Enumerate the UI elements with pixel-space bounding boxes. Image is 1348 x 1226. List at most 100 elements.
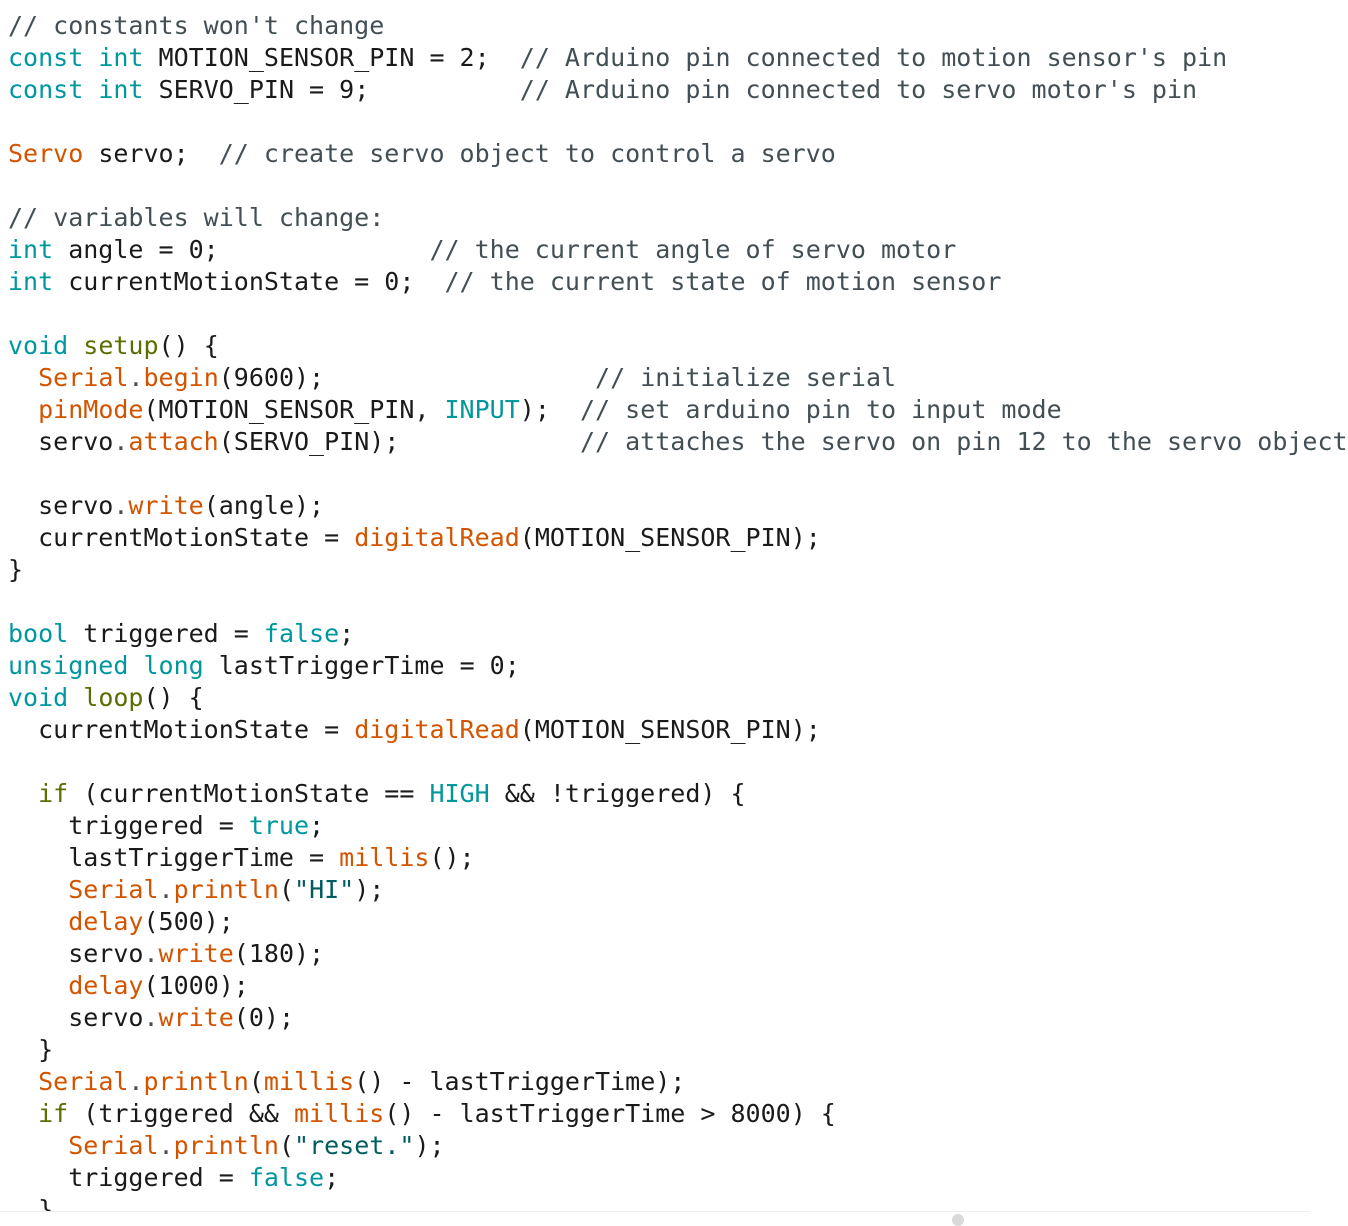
code-token-keyword: long (143, 651, 204, 680)
code-token-plain: triggered = (8, 1163, 249, 1192)
code-token-func: Serial (68, 1131, 159, 1160)
code-token-plain: ; (339, 619, 355, 648)
code-line[interactable]: lastTriggerTime = millis(); (8, 842, 1348, 874)
code-token-comment: // the current state of motion sensor (444, 267, 1002, 296)
code-token-plain: ; (324, 1163, 340, 1192)
code-line[interactable]: currentMotionState = digitalRead(MOTION_… (8, 714, 1348, 746)
code-line[interactable]: const int MOTION_SENSOR_PIN = 2; // Ardu… (8, 42, 1348, 74)
code-token-func: digitalRead (354, 715, 520, 744)
code-line[interactable]: pinMode(MOTION_SENSOR_PIN, INPUT); // se… (8, 394, 1348, 426)
code-line[interactable]: servo.attach(SERVO_PIN); // attaches the… (8, 426, 1348, 458)
code-line[interactable] (8, 170, 1348, 202)
code-token-dot: . (128, 363, 144, 392)
code-line[interactable] (8, 746, 1348, 778)
code-token-control: if (38, 779, 69, 808)
code-token-plain: } (8, 555, 24, 584)
code-line[interactable] (8, 458, 1348, 490)
code-token-keyword: void (8, 683, 69, 712)
code-token-plain: ); (354, 875, 385, 904)
code-line[interactable] (8, 106, 1348, 138)
code-token-comment: // attaches the servo on pin 12 to the s… (579, 427, 1348, 456)
code-token-plain: servo (8, 1003, 144, 1032)
code-token-dot: . (113, 427, 129, 456)
code-token-func: println (173, 875, 279, 904)
code-token-comment: // variables will change: (8, 203, 385, 232)
code-token-plain: (); (429, 843, 475, 872)
code-token-plain: (MOTION_SENSOR_PIN); (519, 523, 821, 552)
code-line[interactable]: unsigned long lastTriggerTime = 0; (8, 650, 1348, 682)
code-token-plain: ( (278, 1131, 295, 1160)
code-line[interactable]: Serial.println(millis() - lastTriggerTim… (8, 1066, 1348, 1098)
code-token-comment: // set arduino pin to input mode (579, 395, 1062, 424)
code-token-plain (83, 75, 98, 104)
code-token-plain: ); (414, 1131, 445, 1160)
code-line[interactable]: delay(500); (8, 906, 1348, 938)
code-token-plain: servo (8, 939, 144, 968)
code-token-plain: lastTriggerTime = (8, 843, 340, 872)
code-line[interactable]: Servo servo; // create servo object to c… (8, 138, 1348, 170)
code-token-plain: () - lastTriggerTime); (354, 1067, 686, 1096)
code-token-keyword: int (98, 43, 144, 72)
code-token-plain: (SERVO_PIN); (218, 427, 580, 456)
scrollbar-thumb[interactable] (952, 1214, 964, 1226)
code-token-plain: (MOTION_SENSOR_PIN); (519, 715, 821, 744)
code-token-keyword: const (8, 75, 84, 104)
code-token-plain (128, 651, 143, 680)
code-token-keyword: bool (8, 619, 69, 648)
code-token-plain: triggered = (8, 811, 249, 840)
code-token-dot: . (143, 1003, 159, 1032)
code-token-literal: HIGH (429, 779, 490, 808)
code-line[interactable]: int currentMotionState = 0; // the curre… (8, 266, 1348, 298)
code-line[interactable]: servo.write(0); (8, 1002, 1348, 1034)
code-token-plain: SERVO_PIN = 9; (143, 75, 520, 104)
code-line[interactable]: bool triggered = false; (8, 618, 1348, 650)
code-token-dot: . (158, 1131, 174, 1160)
code-token-plain (8, 1131, 68, 1160)
code-token-comment: // the current angle of servo motor (429, 235, 957, 264)
code-line[interactable]: // variables will change: (8, 202, 1348, 234)
code-token-plain: lastTriggerTime = 0; (203, 651, 520, 680)
code-token-plain: (triggered && (68, 1099, 294, 1128)
code-line[interactable]: int angle = 0; // the current angle of s… (8, 234, 1348, 266)
code-token-plain (68, 683, 83, 712)
code-token-func: println (143, 1067, 249, 1096)
code-token-plain: currentMotionState = (8, 523, 355, 552)
code-line[interactable]: servo.write(angle); (8, 490, 1348, 522)
code-token-dot: . (113, 491, 129, 520)
code-line[interactable]: if (triggered && millis() - lastTriggerT… (8, 1098, 1348, 1130)
code-line[interactable] (8, 586, 1348, 618)
code-token-plain: () { (158, 331, 219, 360)
code-line[interactable]: currentMotionState = digitalRead(MOTION_… (8, 522, 1348, 554)
code-token-func: Serial (68, 875, 159, 904)
code-line[interactable] (8, 298, 1348, 330)
code-line[interactable]: } (8, 554, 1348, 586)
code-token-func: begin (143, 363, 219, 392)
code-line[interactable]: if (currentMotionState == HIGH && !trigg… (8, 778, 1348, 810)
code-line[interactable]: Serial.println("reset."); (8, 1130, 1348, 1162)
code-line[interactable]: } (8, 1034, 1348, 1066)
code-line[interactable]: void loop() { (8, 682, 1348, 714)
code-token-plain: currentMotionState = 0; (53, 267, 445, 296)
code-token-plain (8, 1099, 38, 1128)
code-token-func: millis (294, 1099, 385, 1128)
code-token-string: "reset." (294, 1131, 415, 1160)
code-line[interactable]: Serial.begin(9600); // initialize serial (8, 362, 1348, 394)
code-line[interactable]: // constants won't change (8, 10, 1348, 42)
code-line[interactable]: triggered = false; (8, 1162, 1348, 1194)
code-line[interactable]: servo.write(180); (8, 938, 1348, 970)
code-token-comment: // Arduino pin connected to motion senso… (519, 43, 1228, 72)
code-token-plain: servo (8, 491, 114, 520)
code-line[interactable]: const int SERVO_PIN = 9; // Arduino pin … (8, 74, 1348, 106)
code-token-func: attach (128, 427, 219, 456)
code-line[interactable]: triggered = true; (8, 810, 1348, 842)
code-token-plain (8, 907, 68, 936)
code-token-keyword: unsigned (8, 651, 129, 680)
horizontal-scrollbar[interactable] (0, 1211, 1310, 1226)
code-token-literal: INPUT (444, 395, 520, 424)
code-line[interactable]: delay(1000); (8, 970, 1348, 1002)
code-line[interactable]: void setup() { (8, 330, 1348, 362)
code-line[interactable]: Serial.println("HI"); (8, 874, 1348, 906)
code-token-func: Servo (8, 139, 84, 168)
